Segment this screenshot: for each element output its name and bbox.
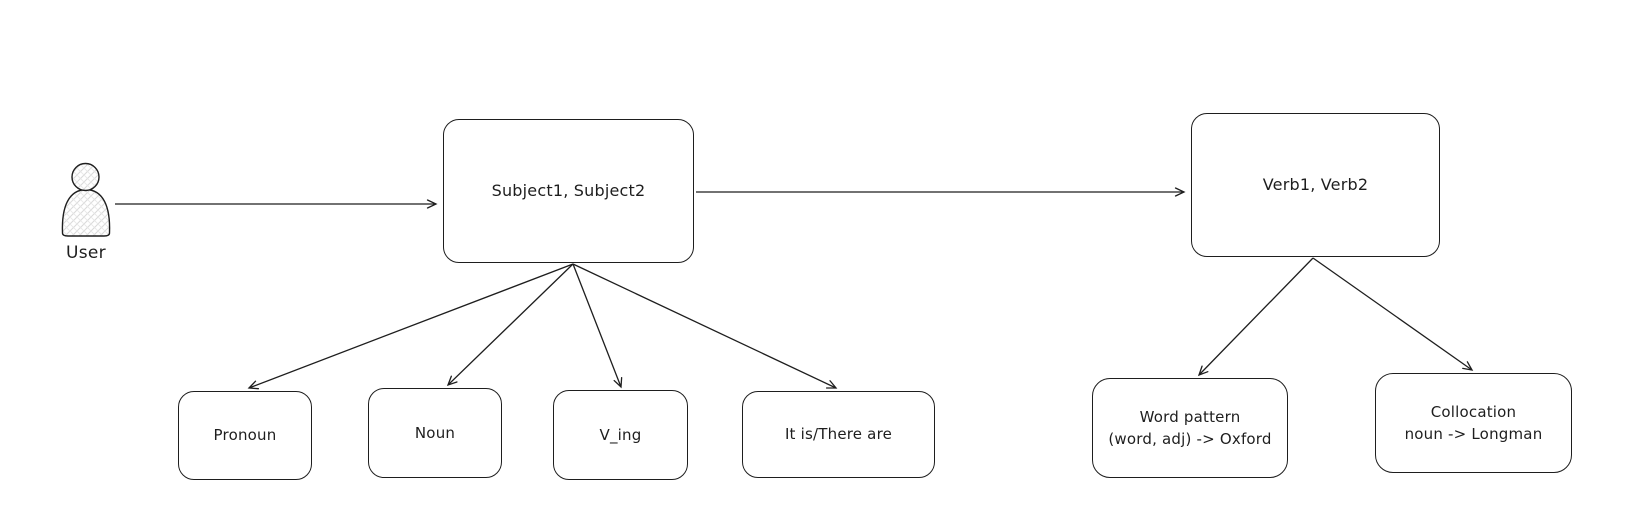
edge-subject-it-is[interactable] <box>572 263 838 389</box>
node-word-pattern-line2: (word, adj) -> Oxford <box>1108 430 1272 448</box>
edge-subject-ving[interactable] <box>572 263 623 389</box>
node-collocation-line1: Collocation <box>1430 402 1517 421</box>
node-word-pattern[interactable]: Word pattern (word, adj) -> Oxford <box>1092 378 1288 478</box>
node-subject-label: Subject1, Subject2 <box>491 181 646 200</box>
user-body <box>61 188 111 237</box>
node-ving[interactable]: V_ing <box>553 390 688 480</box>
edge-subject-noun[interactable] <box>446 263 574 387</box>
edge-verb-word-pattern[interactable] <box>1197 257 1314 377</box>
node-verb-label: Verb1, Verb2 <box>1262 175 1369 194</box>
node-ving-label: V_ing <box>599 425 642 444</box>
node-verb[interactable]: Verb1, Verb2 <box>1191 113 1440 257</box>
edge-verb-collocation[interactable] <box>1312 257 1474 371</box>
node-subject[interactable]: Subject1, Subject2 <box>443 119 694 263</box>
node-it-is[interactable]: It is/There are <box>742 391 935 478</box>
node-pronoun[interactable]: Pronoun <box>178 391 312 480</box>
user-label: User <box>66 243 106 263</box>
node-collocation-line2: noun -> Longman <box>1404 425 1543 443</box>
node-word-pattern-line1: Word pattern <box>1139 407 1241 426</box>
user-head <box>71 162 100 192</box>
node-it-is-label: It is/There are <box>784 425 893 444</box>
node-pronoun-label: Pronoun <box>213 426 277 445</box>
edge-subject-pronoun[interactable] <box>247 263 574 390</box>
user-figure[interactable] <box>61 162 111 237</box>
node-collocation[interactable]: Collocation noun -> Longman <box>1375 373 1572 473</box>
node-noun-label: Noun <box>414 423 456 442</box>
node-noun[interactable]: Noun <box>368 388 502 478</box>
